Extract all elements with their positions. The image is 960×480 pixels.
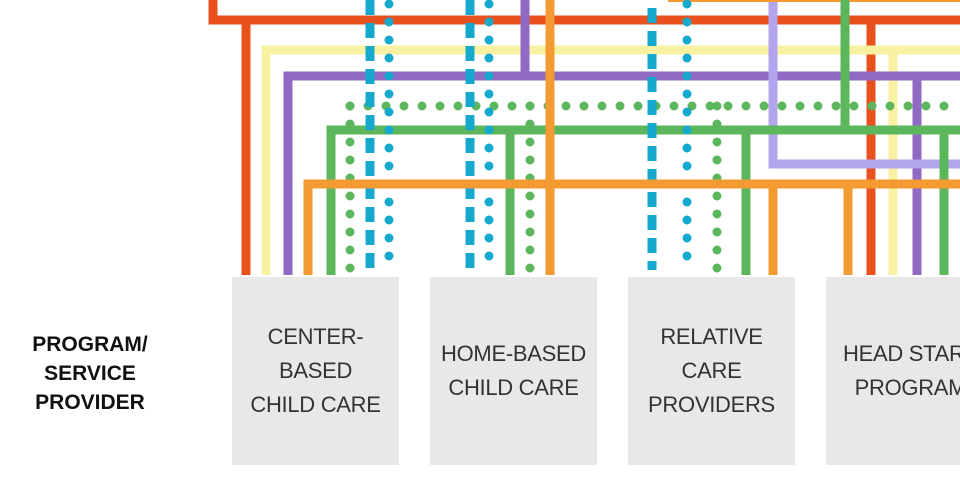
- red-connector: [208, 0, 960, 25]
- provider-box-head-start-programs: HEAD START PROGRAMS: [826, 277, 960, 465]
- provider-label: CENTER- BASED CHILD CARE: [250, 324, 381, 417]
- provider-box-relative-care-providers: RELATIVE CARE PROVIDERS: [628, 277, 795, 465]
- purple-connector: [283, 71, 960, 275]
- provider-box-center-based-child-care: CENTER- BASED CHILD CARE: [232, 277, 399, 465]
- orange-connector: [303, 179, 960, 275]
- provider-box-home-based-child-care: HOME-BASED CHILD CARE: [430, 277, 597, 465]
- provider-label: RELATIVE CARE PROVIDERS: [648, 324, 775, 417]
- lavender-connector: [768, 0, 960, 169]
- yellow-connector: [261, 45, 960, 275]
- provider-label: HOME-BASED CHILD CARE: [441, 341, 586, 400]
- green-connector: [326, 125, 960, 275]
- row-label-program-service-provider: PROGRAM/ SERVICE PROVIDER: [32, 333, 148, 414]
- provider-label: HEAD START PROGRAMS: [843, 341, 960, 400]
